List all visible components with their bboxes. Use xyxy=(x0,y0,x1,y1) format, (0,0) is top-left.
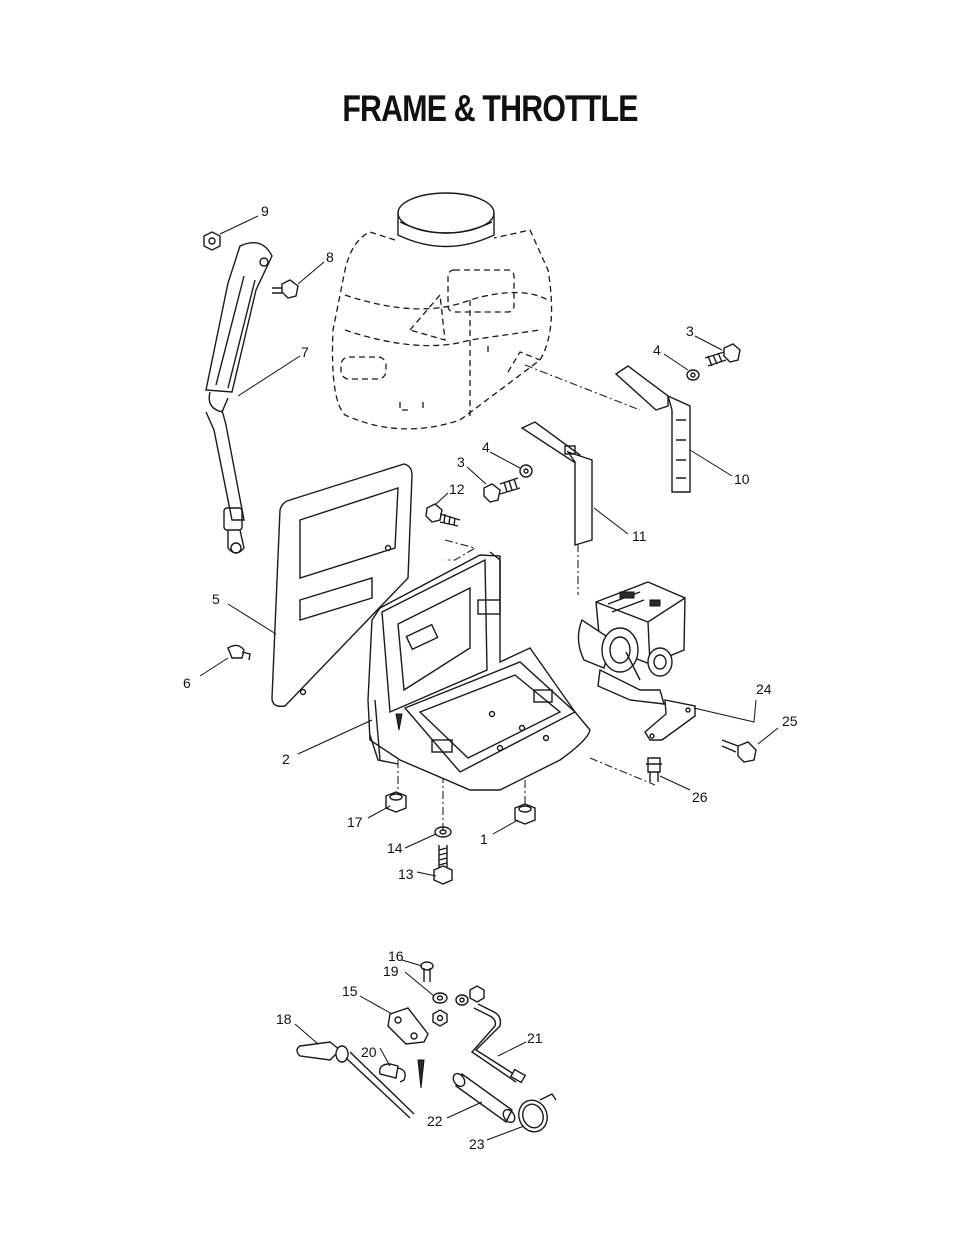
washer-14 xyxy=(434,826,452,838)
callout-3-lower: 3 xyxy=(457,454,465,470)
bolt-25 xyxy=(721,739,757,763)
diagram-title: FRAME & THROTTLE xyxy=(342,88,638,129)
leader-lines xyxy=(199,215,779,1141)
nut-19b xyxy=(432,1009,448,1027)
callout-25: 25 xyxy=(782,713,798,729)
callout-10: 10 xyxy=(734,471,750,487)
callout-16: 16 xyxy=(388,948,404,964)
engine-bracket-24 xyxy=(644,699,696,741)
nut-17 xyxy=(385,791,407,813)
strap-bolt xyxy=(272,279,299,299)
callout-4-upper: 4 xyxy=(653,342,661,358)
callout-23: 23 xyxy=(469,1136,485,1152)
throttle-plate-15 xyxy=(387,1007,429,1045)
throttle-arrow xyxy=(417,1059,425,1089)
callout-3-upper: 3 xyxy=(686,323,694,339)
shoulder-strap xyxy=(205,242,273,554)
callout-14: 14 xyxy=(387,840,403,856)
throttle-rod-21 xyxy=(470,1003,527,1084)
callout-18: 18 xyxy=(276,1011,292,1027)
bolt-3-lower xyxy=(483,477,521,503)
washer-4-upper xyxy=(686,369,700,381)
callout-9: 9 xyxy=(261,203,269,219)
screw-16 xyxy=(420,961,434,982)
callout-11: 11 xyxy=(632,528,647,544)
washer-19 xyxy=(432,992,448,1004)
callout-6: 6 xyxy=(183,675,191,691)
frame xyxy=(367,551,591,791)
bolt-12 xyxy=(425,503,461,527)
callout-2: 2 xyxy=(282,751,290,767)
tank-outline xyxy=(331,192,553,430)
callout-4-lower: 4 xyxy=(482,439,490,455)
callout-17: 17 xyxy=(347,814,363,830)
callout-labels: 9 8 7 3 4 10 4 3 12 11 5 6 2 24 25 26 17… xyxy=(183,203,798,1152)
throttle-lever-18 xyxy=(296,1041,415,1119)
clamp-23 xyxy=(518,1093,557,1133)
callout-24: 24 xyxy=(756,681,772,697)
back-pad xyxy=(271,463,413,708)
strap-nut xyxy=(203,231,221,251)
nut-21a xyxy=(455,985,485,1006)
screw-6 xyxy=(227,644,251,661)
bolt-13 xyxy=(433,845,453,885)
assembly-guide-lines xyxy=(397,364,656,830)
nut-1 xyxy=(514,803,536,825)
callout-12: 12 xyxy=(449,481,465,497)
callout-5: 5 xyxy=(212,591,220,607)
bracket-10 xyxy=(614,365,691,493)
callout-19: 19 xyxy=(383,963,399,979)
tube-22 xyxy=(452,1072,516,1124)
callout-20: 20 xyxy=(361,1044,377,1060)
callout-8: 8 xyxy=(326,249,334,265)
spring-20 xyxy=(379,1063,406,1083)
callout-7: 7 xyxy=(301,344,309,360)
callout-21: 21 xyxy=(527,1030,543,1046)
bolt-3-upper xyxy=(704,343,741,367)
callout-26: 26 xyxy=(692,789,708,805)
callout-15: 15 xyxy=(342,983,358,999)
washer-4-lower xyxy=(519,464,533,478)
engine xyxy=(577,581,686,705)
callout-1: 1 xyxy=(480,831,488,847)
grommet-26 xyxy=(646,757,662,782)
callout-22: 22 xyxy=(427,1113,443,1129)
callout-13: 13 xyxy=(398,866,414,882)
bracket-11 xyxy=(520,421,593,546)
